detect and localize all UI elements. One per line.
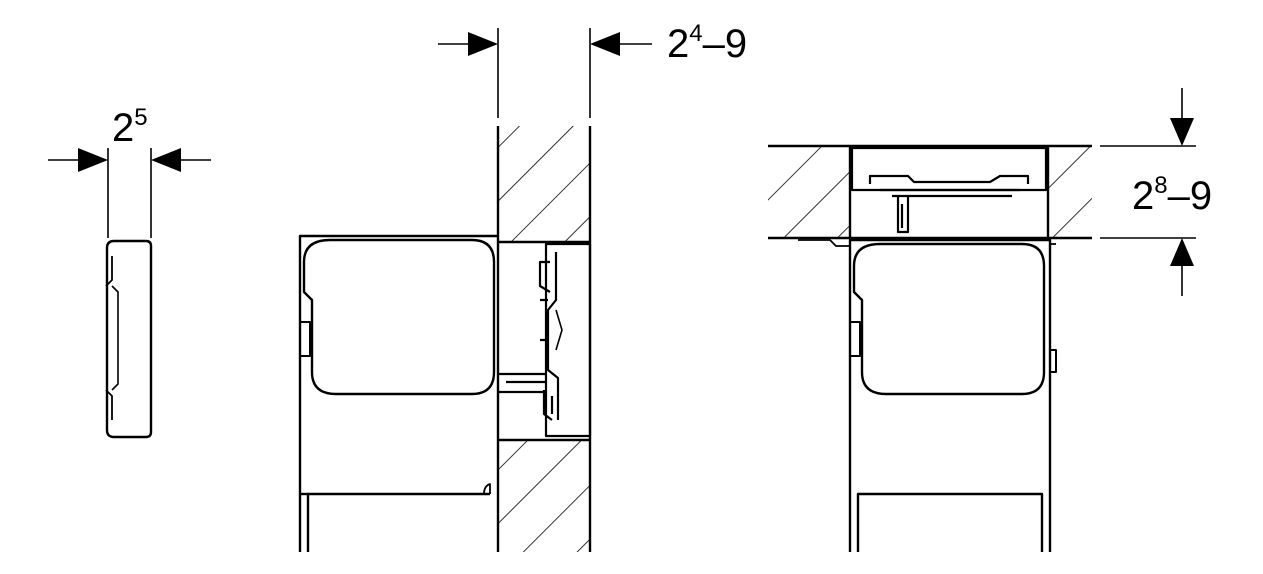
flush-mechanism-ceiling: [850, 146, 1048, 234]
dimension-label-ceiling-thickness: 28–9: [1132, 172, 1213, 218]
dimension-cover-plate: [48, 148, 211, 238]
arrow-right-icon: [468, 32, 498, 56]
flush-mechanism: [498, 242, 592, 438]
dimension-label-cover-plate: 25: [112, 104, 148, 150]
dimension-ceiling: [1100, 88, 1196, 296]
ceiling-section: [768, 144, 1092, 240]
cover-plate-view: [48, 148, 211, 439]
ceiling-mounted-view: [768, 88, 1196, 552]
arrow-up-icon: [1170, 238, 1194, 266]
arrow-left-icon: [151, 148, 181, 172]
actuator-housing: [298, 234, 498, 552]
cover-plate: [105, 239, 153, 439]
arrow-down-icon: [1170, 118, 1194, 146]
actuator-housing-ceiling: [798, 238, 1057, 552]
dimension-label-wall-thickness: 24–9: [667, 20, 748, 66]
arrow-left-icon: [590, 32, 620, 56]
arrow-right-icon: [78, 148, 108, 172]
dimension-wall: [438, 28, 652, 118]
wall-mounted-view: [298, 28, 652, 552]
